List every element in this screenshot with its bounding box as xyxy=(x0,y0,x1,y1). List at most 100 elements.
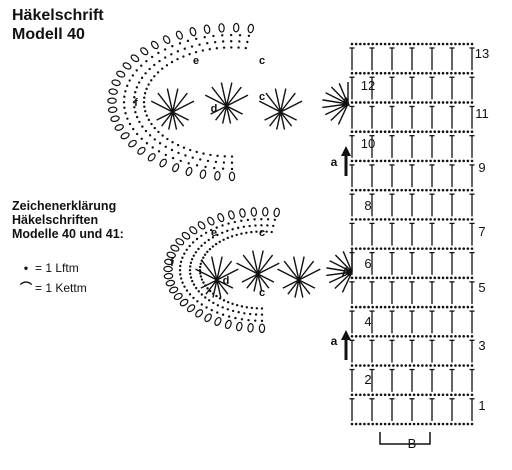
chain-dot xyxy=(218,240,221,244)
chain-dot xyxy=(408,159,412,163)
chain-dot xyxy=(429,218,432,221)
fan-stitch xyxy=(211,86,228,107)
chain-dot xyxy=(437,393,441,397)
picot-loop xyxy=(150,40,159,50)
chain-dot xyxy=(458,335,461,338)
chain-dot xyxy=(170,60,174,64)
chain-dot xyxy=(470,218,474,221)
chain-dot xyxy=(358,393,362,397)
chain-dot xyxy=(182,146,186,149)
chain-dot xyxy=(367,305,370,309)
chain-dot xyxy=(367,364,370,367)
chain-dot xyxy=(400,71,403,75)
chain-dot xyxy=(248,312,252,316)
chain-dot xyxy=(429,159,432,163)
chain-dot xyxy=(358,247,362,250)
chain-dot xyxy=(248,224,251,228)
chain-dot xyxy=(392,42,395,46)
chain-dot xyxy=(408,305,412,309)
chain-dot xyxy=(192,283,196,286)
chain-dot xyxy=(181,256,184,259)
chain-dot xyxy=(145,87,148,91)
chain-dot xyxy=(375,393,379,397)
chain-dot xyxy=(147,118,151,122)
chain-dot xyxy=(198,43,201,46)
fan-stitch xyxy=(212,279,218,298)
chain-dot xyxy=(470,101,474,104)
picot-loop xyxy=(250,207,258,217)
chain-dot xyxy=(210,308,213,312)
picot-loop xyxy=(195,309,204,318)
chain-dot xyxy=(188,293,192,296)
row-number-left: 8 xyxy=(364,198,371,213)
slip-stitch-icon: ⌒ xyxy=(19,281,32,295)
chain-dot xyxy=(400,188,403,192)
chain-dot xyxy=(396,101,399,104)
chain-dot xyxy=(371,276,374,280)
chain-dot xyxy=(358,101,362,104)
fan-stitch xyxy=(225,82,233,107)
chain-dot xyxy=(404,364,408,367)
chain-dot xyxy=(441,393,445,397)
chain-dot xyxy=(416,188,420,192)
chain-dot xyxy=(354,42,358,46)
chain-dot xyxy=(367,101,370,104)
chain-dot xyxy=(412,130,416,133)
chain-dot xyxy=(203,36,206,39)
fan-stitch xyxy=(226,105,243,115)
picot-loop xyxy=(227,210,235,220)
picot-loop xyxy=(170,244,180,252)
picot-loop xyxy=(175,30,183,40)
chain-dot xyxy=(433,159,437,163)
chain-dot xyxy=(182,55,185,58)
chain-dot xyxy=(371,364,374,367)
chain-dot xyxy=(235,304,239,307)
chain-dot xyxy=(201,49,205,52)
fan-stitch xyxy=(161,111,174,127)
chain-dot xyxy=(206,159,210,163)
chain-dot xyxy=(272,224,275,228)
chain-dot xyxy=(358,188,362,192)
chain-dot xyxy=(254,319,257,322)
chain-dot xyxy=(412,218,416,221)
chain-dot xyxy=(454,335,457,338)
picot-loop xyxy=(235,321,243,332)
chain-dot xyxy=(383,71,387,75)
chain-dot xyxy=(203,241,207,244)
picot-loop xyxy=(214,171,221,181)
chain-dot xyxy=(454,159,457,163)
fan-stitch xyxy=(221,105,228,124)
chain-dot xyxy=(421,159,424,163)
chain-dot xyxy=(458,305,461,309)
chain-dot xyxy=(445,393,449,397)
chain-dot xyxy=(387,159,391,163)
chain-dot xyxy=(212,301,215,305)
fan-stitch xyxy=(226,105,239,121)
row-number-right: 3 xyxy=(478,338,485,353)
chain-dot xyxy=(383,422,387,426)
chain-dot xyxy=(445,305,449,309)
chain-dot xyxy=(421,188,424,192)
fan-stitch xyxy=(280,111,297,121)
chain-dot xyxy=(466,159,470,163)
chain-dot xyxy=(429,393,432,397)
chain-dot xyxy=(230,161,234,164)
stitch-letter: c xyxy=(259,91,265,103)
chain-dot xyxy=(358,335,362,338)
chain-dot xyxy=(416,159,420,163)
title-line-1: Häkelschrift xyxy=(12,7,104,24)
chain-dot xyxy=(466,335,470,338)
chain-dot xyxy=(354,364,358,367)
chain-dot xyxy=(462,305,466,309)
chain-dot xyxy=(437,335,441,338)
chain-dot xyxy=(221,306,224,309)
chain-dot xyxy=(195,150,198,154)
chain-dot xyxy=(462,393,466,397)
chain-dot xyxy=(179,264,182,268)
chain-dot xyxy=(260,313,264,316)
chain-dot xyxy=(379,101,383,104)
chain-dot xyxy=(392,101,395,104)
picot-loop xyxy=(162,35,171,44)
chain-dot xyxy=(190,45,194,48)
chain-dot xyxy=(166,137,169,141)
